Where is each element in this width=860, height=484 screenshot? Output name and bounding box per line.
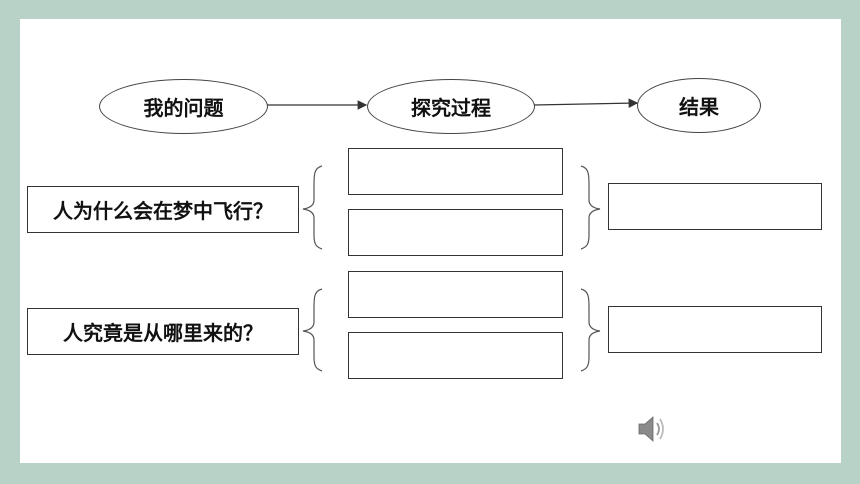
process-box-4 <box>348 332 563 379</box>
node-my-question: 我的问题 <box>99 79 268 134</box>
question-text-1: 人为什么会在梦中飞行？ <box>53 199 273 223</box>
question-box-1: 人为什么会在梦中飞行？ <box>27 186 299 233</box>
arrow-process-to-result <box>533 98 639 108</box>
node-result: 结果 <box>637 78 761 133</box>
process-box-1 <box>348 148 563 195</box>
node-my-question-label: 我的问题 <box>143 96 224 120</box>
result-box-1 <box>608 183 822 230</box>
node-process: 探究过程 <box>367 79 535 134</box>
process-box-2 <box>348 209 563 256</box>
right-brace-1 <box>580 165 601 250</box>
question-box-2: 人究竟是从哪里来的？ <box>27 308 299 355</box>
node-process-label: 探究过程 <box>411 96 491 120</box>
node-result-label: 结果 <box>679 95 719 119</box>
left-brace-2 <box>302 288 323 372</box>
question-text-2: 人究竟是从哪里来的？ <box>63 321 263 345</box>
process-box-3 <box>348 271 563 318</box>
result-box-2 <box>608 306 822 353</box>
left-brace-1 <box>302 165 323 250</box>
speaker-icon[interactable] <box>636 414 668 448</box>
right-brace-2 <box>580 288 601 372</box>
